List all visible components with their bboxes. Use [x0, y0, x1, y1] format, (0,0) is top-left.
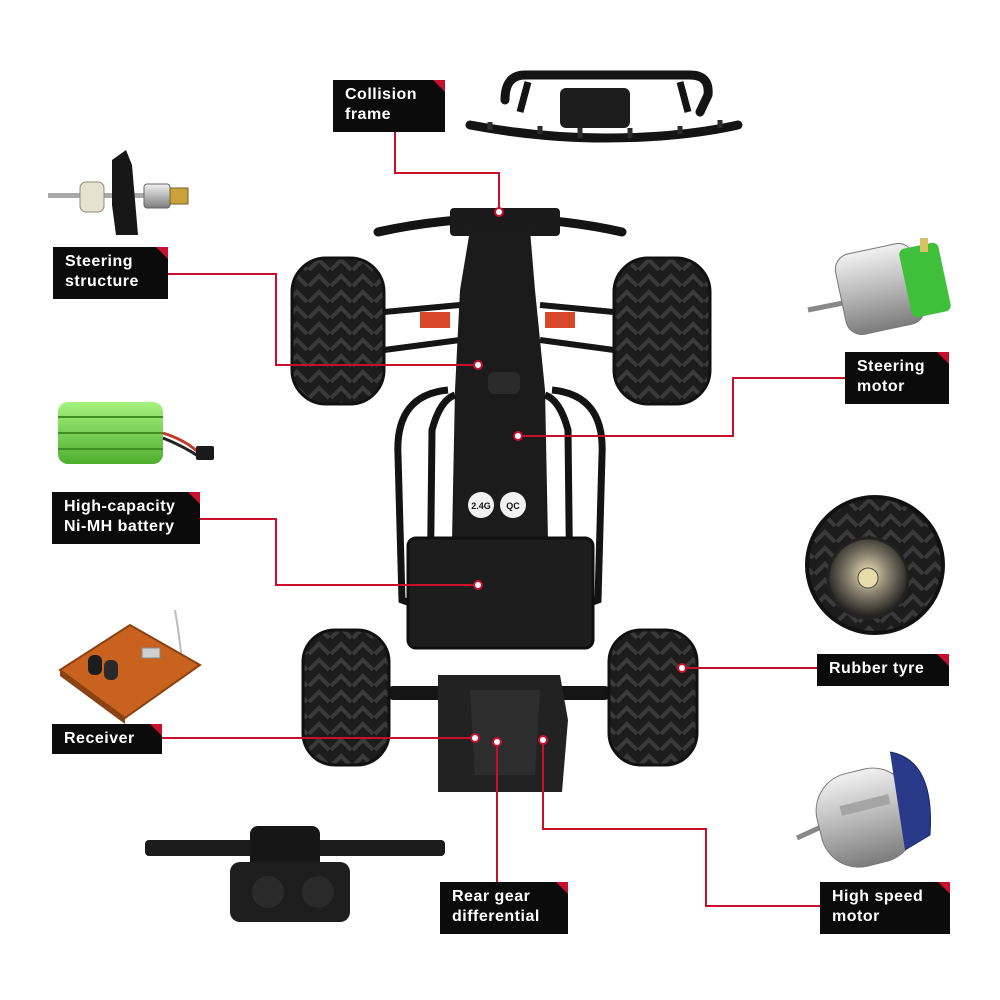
marker-receiver	[470, 733, 480, 743]
marker-steering-motor	[513, 431, 523, 441]
leader-high-speed-motor	[542, 740, 820, 907]
rubber-tyre-part	[805, 495, 945, 635]
receiver-part	[58, 609, 202, 724]
rear-gear-differential-part	[145, 826, 445, 922]
leader-collision-frame	[394, 132, 500, 212]
battery-part	[58, 402, 214, 464]
marker-battery	[473, 580, 483, 590]
label-collision-frame: Collision frame	[333, 80, 445, 132]
marker-rear-gear-differential	[492, 737, 502, 747]
rc-car-top-view	[290, 208, 712, 792]
label-rubber-tyre: Rubber tyre	[817, 654, 949, 686]
marker-high-speed-motor	[538, 735, 548, 745]
leader-lines	[162, 132, 845, 907]
label-high-speed-motor: High speed motor	[820, 882, 950, 934]
leader-steering-motor	[518, 377, 845, 437]
leader-steering-structure	[168, 273, 478, 366]
collision-frame-part	[465, 70, 743, 143]
label-receiver: Receiver	[52, 724, 162, 754]
leader-endpoints	[470, 207, 687, 747]
frequency-marking: 2.4G	[471, 501, 491, 511]
qc-marking: QC	[506, 501, 520, 511]
marker-collision-frame	[494, 207, 504, 217]
steering-motor-part	[807, 238, 951, 335]
label-steering-structure: Steering structure	[53, 247, 168, 299]
label-battery: High-capacity Ni-MH battery	[52, 492, 200, 544]
leader-battery	[200, 518, 478, 586]
label-steering-motor: Steering motor	[845, 352, 949, 404]
steering-structure-part	[48, 150, 189, 235]
marker-steering-structure	[473, 360, 483, 370]
high-speed-motor-part	[795, 751, 931, 868]
marker-rubber-tyre	[677, 663, 687, 673]
label-rear-gear-differential: Rear gear differential	[440, 882, 568, 934]
